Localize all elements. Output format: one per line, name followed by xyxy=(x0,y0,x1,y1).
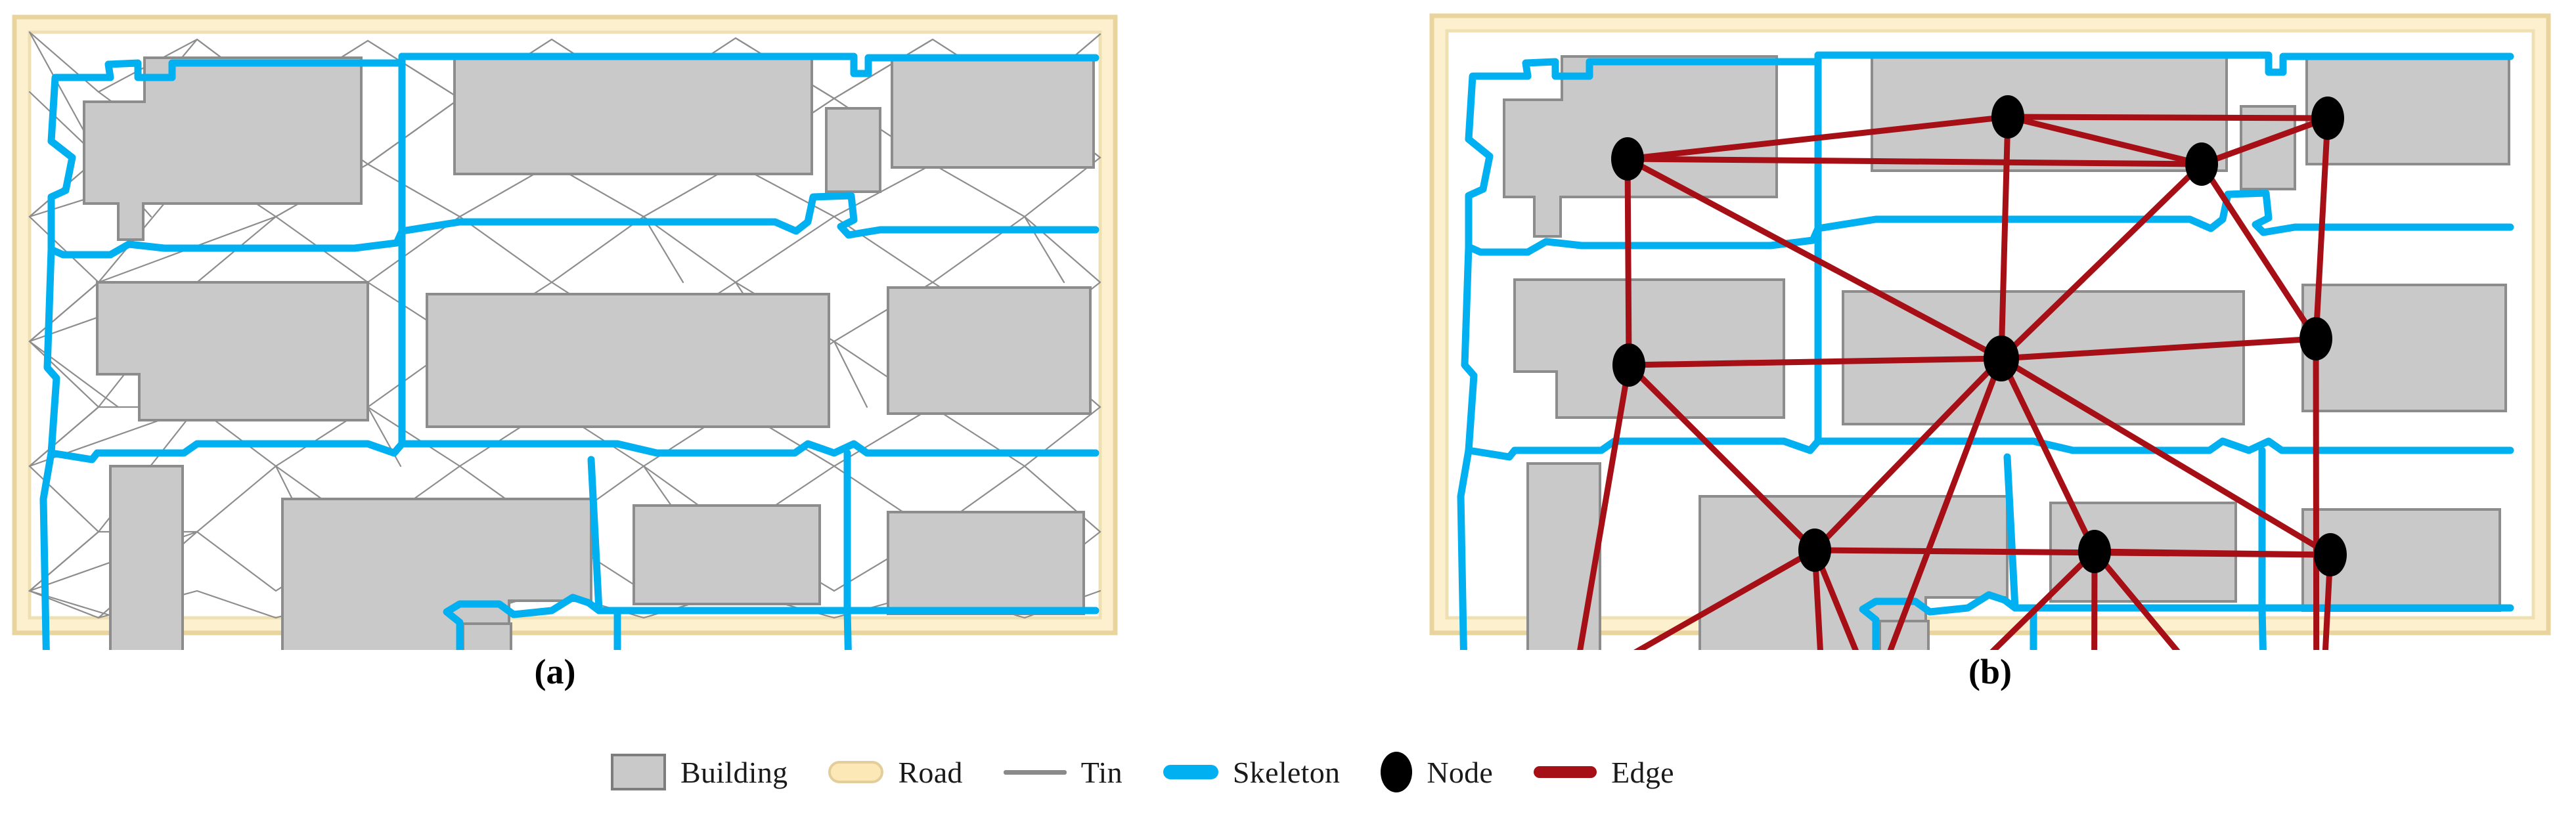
graph-node[interactable] xyxy=(2078,530,2111,573)
legend-item-skeleton: Skeleton xyxy=(1163,755,1340,790)
graph-node[interactable] xyxy=(1991,95,2024,139)
legend-label-node: Node xyxy=(1427,755,1494,789)
buildings-layer-a xyxy=(83,55,1095,650)
figure-legend: Building Road Tin Skeleton Node Edge xyxy=(611,741,1977,804)
legend-item-building: Building xyxy=(611,754,788,790)
panel-a xyxy=(0,0,1143,650)
skeleton-layer-a xyxy=(39,53,1099,650)
building-swatch-icon xyxy=(611,754,666,790)
road-swatch-icon xyxy=(828,761,884,783)
node-swatch-icon xyxy=(1381,752,1413,792)
skeleton-layer-b xyxy=(1457,51,2514,650)
legend-label-building: Building xyxy=(680,755,788,789)
graph-node[interactable] xyxy=(1611,137,1644,181)
graph-nodes-layer xyxy=(1611,95,2347,576)
tin-swatch-icon xyxy=(1003,769,1067,775)
edge-swatch-icon xyxy=(1534,766,1597,778)
panel-b-caption: (b) xyxy=(1968,652,2012,691)
graph-edges-layer xyxy=(1577,114,2334,650)
legend-label-road: Road xyxy=(898,755,963,789)
graph-node[interactable] xyxy=(1798,529,1831,572)
graph-node[interactable] xyxy=(2299,317,2332,360)
legend-item-edge: Edge xyxy=(1534,755,1674,790)
legend-label-tin: Tin xyxy=(1080,755,1122,789)
legend-label-edge: Edge xyxy=(1611,755,1674,789)
panel-a-canvas xyxy=(12,14,1118,650)
graph-node[interactable] xyxy=(2314,533,2347,576)
legend-item-road: Road xyxy=(828,755,962,790)
graph-node[interactable] xyxy=(1984,335,2019,381)
legend-item-tin: Tin xyxy=(1003,755,1122,790)
panel-a-caption: (a) xyxy=(534,652,576,691)
skeleton-swatch-icon xyxy=(1163,765,1218,779)
panel-b-canvas xyxy=(1429,13,2551,650)
legend-label-skeleton: Skeleton xyxy=(1232,755,1341,789)
graph-node[interactable] xyxy=(2311,97,2344,140)
graph-node[interactable] xyxy=(1612,343,1645,387)
panel-b xyxy=(1419,0,2576,650)
legend-item-node: Node xyxy=(1381,752,1493,792)
graph-node[interactable] xyxy=(2185,142,2218,186)
